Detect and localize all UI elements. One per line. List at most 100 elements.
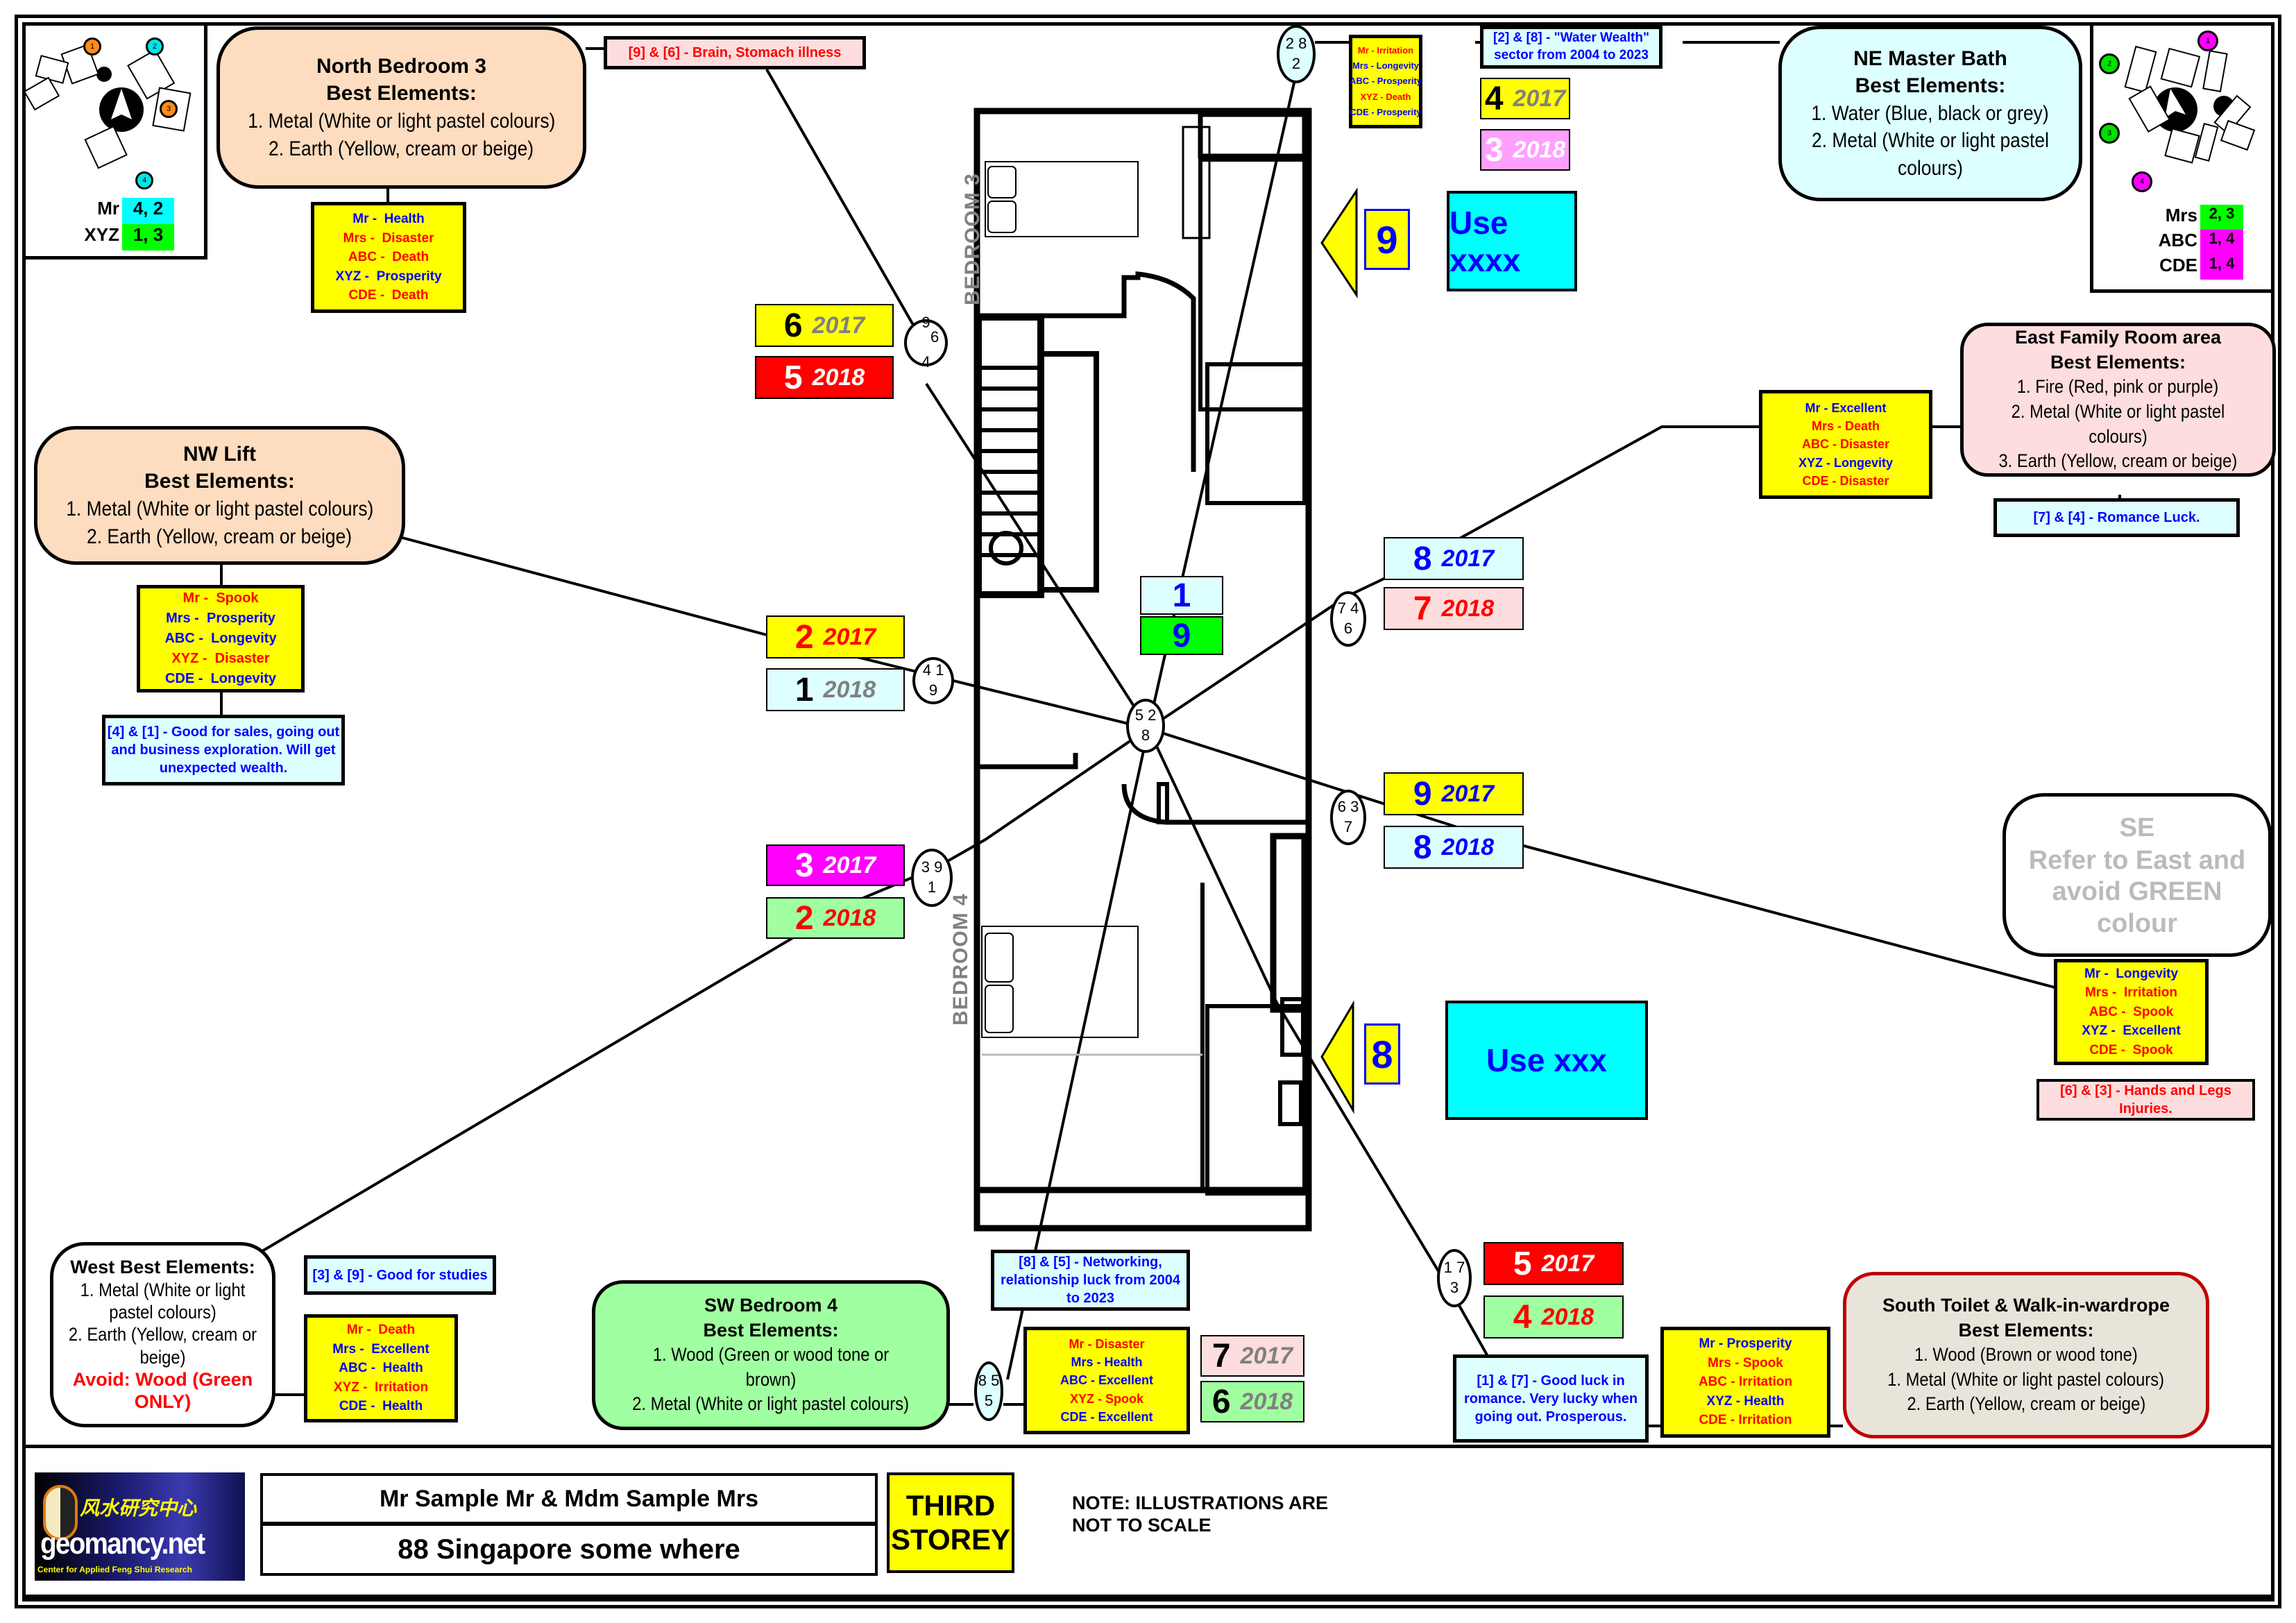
span-element: Mrs - Excellent xyxy=(332,1340,429,1359)
compass-right-markers-1: 2 xyxy=(2107,60,2112,68)
annual-northeast-1-y: 2018 xyxy=(1513,136,1566,163)
compass-row-xyz: XYZ 1, 3 xyxy=(64,224,189,250)
marker-3: 3 xyxy=(160,100,178,118)
compass-right-rows-0-value: 2, 3 xyxy=(2200,205,2243,230)
annual-southwest-1-n: 6 xyxy=(1211,1383,1231,1420)
person-list-northwest: Mr - Spook Mrs - Prosperity ABC - Longev… xyxy=(137,585,305,692)
person-lists-west-2-v: Health xyxy=(382,1361,423,1376)
callouts-0-number: 9 xyxy=(1376,217,1398,262)
callout-number-9: 9 xyxy=(1364,209,1410,270)
span-element: Mrs - Health xyxy=(1071,1353,1142,1371)
stars-northwest-a: 4 xyxy=(922,661,931,679)
person-lists-south-2-p: ABC - xyxy=(1698,1375,1735,1390)
stars-southwest-c: 5 xyxy=(984,1392,994,1409)
logo: 风水研究中心 geomancy.net Center for Applied F… xyxy=(35,1472,245,1581)
compass-row-mr: Mr 4, 2 xyxy=(64,198,189,224)
rooms-south-toilet-lines-0: 1. Wood (Brown or wood tone) xyxy=(1914,1344,2138,1366)
rooms-south-toilet-lines-1: 1. Metal (White or light pastel colours) xyxy=(1887,1368,2165,1390)
annual-northeast-1-n: 3 xyxy=(1484,131,1504,169)
annual-center-top: 1 xyxy=(1140,576,1223,615)
span-element: Mrs - Death xyxy=(1812,417,1880,435)
list-item: CDE - Death xyxy=(348,286,428,305)
stars-northwest-c: 9 xyxy=(928,681,938,699)
span-element: XYZ - Death xyxy=(1361,90,1411,105)
person-lists-north-0-v: Health xyxy=(384,212,425,227)
span-element: Mrs - Prosperity xyxy=(166,609,275,629)
person-lists-northeast-3-v: Death xyxy=(1386,91,1411,102)
span-element: ABC - Longevity xyxy=(164,629,276,649)
note-south: [1] & [7] - Good luck in romance. Very l… xyxy=(1453,1354,1649,1443)
person-lists-southwest-0-p: Mr - xyxy=(1069,1337,1092,1352)
footer-logo-chinese: 风水研究中心 xyxy=(80,1497,197,1519)
annual-west-2018: 2 2018 xyxy=(766,897,905,939)
person-lists-north-1-p: Mrs - xyxy=(343,230,375,246)
marker-1: 1 xyxy=(83,37,101,56)
rooms-east-family-room-lines-1: 2. Metal (White or light pastel colours) xyxy=(2011,401,2225,447)
span-element: CDE - Prosperity xyxy=(1350,105,1421,120)
compass-right-markers-0: 1 xyxy=(2205,37,2211,45)
stars-northeast-a: 2 xyxy=(1285,35,1294,53)
person-lists-west-1-p: Mrs - xyxy=(332,1341,364,1357)
person-lists-northwest-2-p: ABC - xyxy=(164,631,203,646)
person-lists-southwest-2-v: Excellent xyxy=(1098,1373,1154,1388)
rooms-sw-bedroom-4-subtitle: Best Elements: xyxy=(703,1319,839,1341)
compass-right-rows-1-name: ABC xyxy=(2158,230,2197,250)
span-element: ABC - Irritation xyxy=(1699,1373,1792,1392)
span-element: XYZ - Longevity xyxy=(1798,454,1893,472)
footer-logo-text: geomancy.net xyxy=(40,1527,205,1561)
span-element: ABC - Prosperity xyxy=(1350,74,1422,89)
annual-west-1-n: 2 xyxy=(794,899,814,937)
marker-4: 4 xyxy=(2132,171,2152,192)
marker-3: 3 xyxy=(2099,123,2120,144)
annual-center-bottom: 9 xyxy=(1140,616,1223,655)
span-element: XYZ - Excellent xyxy=(2082,1021,2181,1041)
person-lists-north-3-p: XYZ - xyxy=(335,269,369,284)
compass-left-rows-1-name: XYZ xyxy=(84,224,119,245)
person-list-north: Mr - Health Mrs - Disaster ABC - Death X… xyxy=(311,202,466,313)
rooms-south-toilet-subtitle: Best Elements: xyxy=(1958,1319,2094,1341)
annual-east-0-n: 8 xyxy=(1413,540,1432,577)
rooms-east-family-room-title: East Family Room area xyxy=(2014,327,2222,348)
span-element: CDE - Excellent xyxy=(1060,1408,1153,1426)
person-list-southwest: Mr - Disaster Mrs - Health ABC - Excelle… xyxy=(1023,1327,1190,1434)
note-northwest: [4] & [1] - Good for sales, going out an… xyxy=(102,715,345,785)
annual-east-0-y: 2017 xyxy=(1441,545,1495,572)
person-lists-southeast-1-v: Irritation xyxy=(2123,985,2178,1001)
stars-west-a: 3 xyxy=(921,858,930,876)
annual-west-1-y: 2018 xyxy=(823,904,876,931)
footer-logo-tagline: Center for Applied Feng Shui Research xyxy=(37,1565,192,1574)
rooms-sw-bedroom-4-title: SW Bedroom 4 xyxy=(704,1294,838,1316)
person-lists-west-2-p: ABC - xyxy=(339,1361,376,1376)
annual-south-1-y: 2018 xyxy=(1541,1303,1595,1330)
compass-left-rows-1-value: 1, 3 xyxy=(122,224,174,250)
compass-left-markers-1: 2 xyxy=(152,42,158,51)
room-south-toilet: South Toilet & Walk-in-wardrope Best Ele… xyxy=(1843,1272,2209,1438)
person-lists-south-1-v: Spook xyxy=(1742,1355,1783,1370)
list-item: Mrs - Disaster xyxy=(343,229,434,248)
stars-northeast-c: 2 xyxy=(1291,55,1301,72)
rooms-se-title: SE xyxy=(2119,813,2155,842)
room-north-bedroom-3: North Bedroom 3 Best Elements: 1. Metal … xyxy=(216,26,586,189)
compass-right-rows-0-name: Mrs xyxy=(2165,205,2197,226)
annual-southeast-0-n: 9 xyxy=(1413,775,1432,813)
span-element: Mr - Disaster xyxy=(1069,1335,1144,1353)
person-lists-west-0-p: Mr - xyxy=(346,1323,371,1338)
person-lists-northeast-2-p: ABC - xyxy=(1349,76,1375,87)
person-lists-south-3-v: Health xyxy=(1744,1393,1785,1409)
person-lists-southeast-0-v: Longevity xyxy=(2116,966,2179,981)
span-element: ABC - Disaster xyxy=(1802,435,1889,453)
person-lists-northwest-0-p: Mr - xyxy=(182,590,209,606)
rooms-nw-lift-lines-0: 1. Metal (White or light pastel colours) xyxy=(65,498,374,520)
rooms-north-bedroom-3-title: North Bedroom 3 xyxy=(316,54,486,78)
